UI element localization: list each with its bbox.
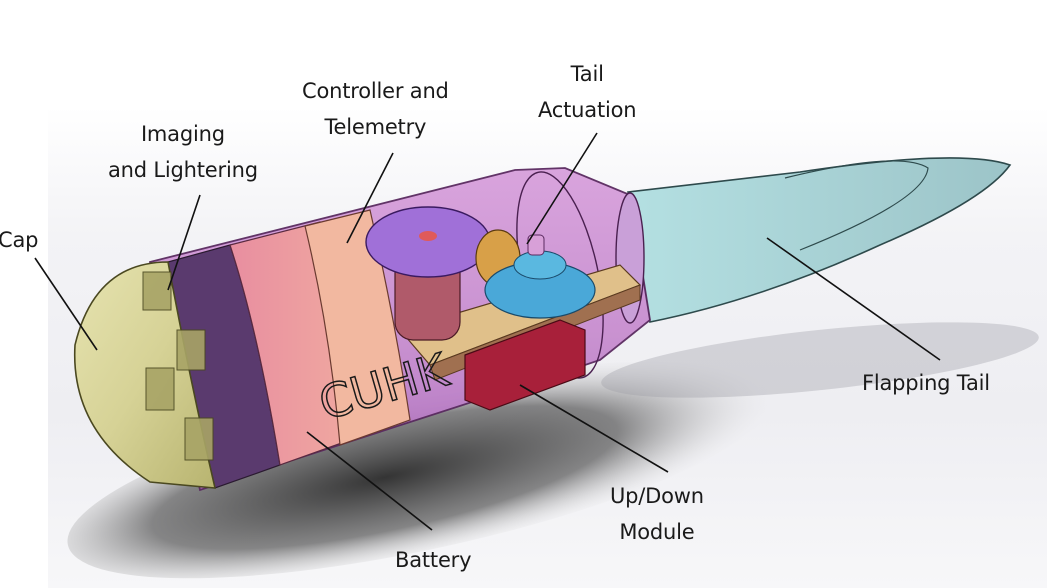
- leader-tail-actuation: [526, 132, 598, 245]
- background-top: [0, 0, 1047, 110]
- label-updown-line1: Up/Down: [610, 484, 704, 508]
- leader-updown: [519, 384, 669, 473]
- label-battery-text: Battery: [395, 548, 472, 572]
- label-tail-actuation: Tail Actuation: [538, 56, 637, 128]
- label-cap-text: Cap: [0, 228, 39, 252]
- label-flapping-tail-text: Flapping Tail: [862, 371, 990, 395]
- label-battery: Battery: [395, 542, 472, 578]
- label-imaging-line1: Imaging: [140, 122, 225, 146]
- label-tail-actuation-line2: Actuation: [538, 98, 637, 122]
- label-controller-line1: Controller and: [302, 79, 449, 103]
- lens-block-3: [145, 367, 175, 411]
- motor-shaft: [419, 231, 437, 241]
- actuator-arm: [527, 234, 545, 256]
- tail-shadow: [601, 322, 1039, 398]
- background-left: [0, 0, 48, 588]
- lens-block-4: [184, 417, 214, 461]
- label-controller-line2: Telemetry: [324, 115, 427, 139]
- label-updown-line2: Module: [619, 520, 695, 544]
- tail-inner-edge: [784, 160, 929, 251]
- leader-imaging: [167, 194, 201, 291]
- controller-board: [304, 209, 411, 446]
- leader-cap: [34, 257, 98, 351]
- label-controller-and-telemetry: Controller and Telemetry: [302, 73, 449, 145]
- label-updown-module: Up/Down Module: [610, 478, 704, 550]
- leader-battery: [306, 431, 433, 531]
- flapping-tail: [627, 157, 1012, 323]
- leader-controller: [346, 152, 394, 244]
- label-flapping-tail: Flapping Tail: [862, 365, 990, 401]
- label-cap: Cap: [0, 222, 38, 258]
- label-imaging-and-lightering: Imaging and Lightering: [108, 116, 258, 188]
- lens-block-2: [176, 329, 206, 371]
- lens-block-1: [142, 271, 172, 311]
- cast-shadow: [67, 361, 773, 579]
- motor-top: [365, 206, 491, 278]
- label-tail-actuation-line1: Tail: [570, 62, 604, 86]
- label-imaging-line2: and Lightering: [108, 158, 258, 182]
- updown-module: [464, 319, 586, 411]
- leader-flapping-tail: [766, 237, 941, 361]
